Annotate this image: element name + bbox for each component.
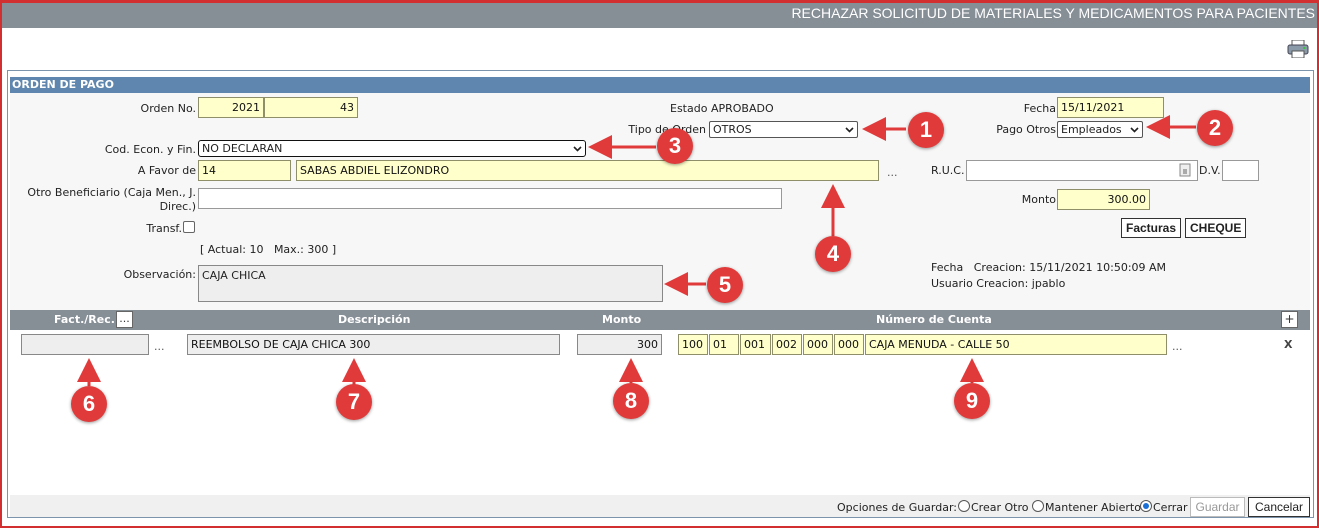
limits-text: [ Actual: 10 Max.: 300 ] (200, 243, 337, 256)
usuario-creacion: Usuario Creacion: jpablo (931, 277, 1065, 290)
estado-value: APROBADO (710, 102, 774, 115)
cuenta-part-6[interactable]: 000 (834, 334, 864, 355)
cuenta-part-2[interactable]: 01 (709, 334, 739, 355)
annotation-badge-4: 4 (815, 236, 851, 272)
opciones-label: Opciones de Guardar: (837, 501, 958, 514)
cuenta-part-4[interactable]: 002 (772, 334, 802, 355)
transf-checkbox[interactable] (183, 221, 195, 233)
footer-bar (10, 495, 1310, 517)
lock-icon (1179, 163, 1191, 177)
radio-crear-otro[interactable] (958, 500, 970, 512)
annotation-badge-6: 6 (71, 386, 107, 422)
annotation-badge-5: 5 (707, 267, 743, 303)
orden-panel (7, 70, 1314, 518)
annotation-badge-2: 2 (1197, 110, 1233, 146)
ruc-field[interactable] (966, 160, 1198, 181)
fecha-field[interactable]: 15/11/2021 (1057, 97, 1164, 118)
row-fact-lookup-button[interactable]: ... (154, 340, 165, 353)
usuario-creacion-label: Usuario Creacion: (931, 277, 1029, 290)
radio-mantener-abierto-label: Mantener Abierto (1045, 501, 1141, 514)
chevron-down-icon (845, 127, 854, 133)
col-fact: Fact./Rec. (54, 313, 115, 326)
a-favor-lookup-button[interactable]: ... (887, 166, 898, 179)
cuenta-lookup-button[interactable]: ... (1172, 340, 1183, 353)
dv-field[interactable] (1222, 160, 1259, 181)
chevron-down-icon (573, 146, 582, 152)
cuenta-nombre-field[interactable]: CAJA MENUDA - CALLE 50 (865, 334, 1167, 355)
facturas-button[interactable]: Facturas (1121, 218, 1181, 238)
printer-icon[interactable] (1287, 40, 1309, 58)
cuenta-part-5[interactable]: 000 (803, 334, 833, 355)
ruc-label: R.U.C. (931, 164, 965, 177)
radio-cerrar-label: Cerrar (1153, 501, 1188, 514)
col-descripcion: Descripción (338, 313, 411, 326)
monto-field[interactable]: 300.00 (1057, 189, 1150, 210)
annotation-badge-1: 1 (908, 112, 944, 148)
row-monto-field[interactable]: 300 (577, 334, 662, 355)
tipo-orden-value: OTROS (713, 123, 752, 136)
estado-label-text: Estado (670, 102, 708, 115)
fecha-label: Fecha (1023, 102, 1056, 115)
fecha-creacion-value: 15/11/2021 10:50:09 AM (1029, 261, 1167, 274)
annotation-badge-3: 3 (657, 128, 693, 164)
radio-crear-otro-label: Crear Otro (971, 501, 1029, 514)
otro-beneficiario-label: Otro Beneficiario (Caja Men., J. Direc.) (27, 186, 196, 213)
a-favor-name-field[interactable]: SABAS ABDIEL ELIZONDRO (296, 160, 879, 181)
cuenta-part-1[interactable]: 100 (678, 334, 708, 355)
fecha-creacion-label: Fecha Creacion: (931, 261, 1026, 274)
observacion-label: Observación: (123, 268, 196, 281)
a-favor-label: A Favor de (137, 164, 196, 177)
cheque-button[interactable]: CHEQUE (1185, 218, 1246, 238)
row-fact-field[interactable] (21, 334, 149, 355)
annotation-badge-7: 7 (336, 384, 372, 420)
fecha-creacion: Fecha Creacion: 15/11/2021 10:50:09 AM (931, 261, 1166, 274)
cod-econ-value: NO DECLARAN (202, 142, 283, 155)
orden-number-field[interactable]: 43 (264, 97, 358, 118)
otro-beneficiario-field[interactable] (198, 188, 782, 209)
cod-econ-select[interactable]: NO DECLARAN (198, 140, 586, 157)
orden-year-field[interactable]: 2021 (198, 97, 264, 118)
tipo-orden-select[interactable]: OTROS (709, 121, 858, 138)
annotation-badge-8: 8 (613, 383, 649, 419)
dv-label: D.V. (1199, 164, 1221, 177)
col-cuenta: Número de Cuenta (876, 313, 992, 326)
row-descripcion-field[interactable]: REEMBOLSO DE CAJA CHICA 300 (187, 334, 560, 355)
col-monto: Monto (602, 313, 642, 326)
transf-label: Transf. (146, 222, 182, 235)
pago-otros-label: Pago Otros (996, 123, 1056, 136)
cod-econ-label: Cod. Econ. y Fin. (104, 143, 196, 156)
pago-otros-value: Empleados (1061, 123, 1122, 136)
cancelar-button[interactable]: Cancelar (1248, 497, 1310, 517)
pago-otros-select[interactable]: Empleados (1057, 121, 1143, 138)
usuario-creacion-value: jpablo (1031, 277, 1066, 290)
grid-header: Fact./Rec. Descripción Monto Número de C… (10, 310, 1310, 330)
observacion-textarea[interactable]: CAJA CHICA (198, 265, 663, 302)
monto-label: Monto (1021, 193, 1056, 206)
chevron-down-icon (1130, 127, 1139, 133)
fact-lookup-button[interactable]: ... (116, 311, 133, 328)
radio-cerrar[interactable] (1140, 500, 1152, 512)
section-title: ORDEN DE PAGO (10, 77, 1310, 93)
a-favor-code-field[interactable]: 14 (198, 160, 291, 181)
radio-mantener-abierto[interactable] (1032, 500, 1044, 512)
remove-row-button[interactable]: X (1284, 338, 1293, 351)
guardar-button[interactable]: Guardar (1190, 497, 1245, 517)
window-title: RECHAZAR SOLICITUD DE MATERIALES Y MEDIC… (2, 3, 1317, 28)
estado-label: Estado APROBADO (670, 102, 774, 115)
add-row-button[interactable]: + (1281, 311, 1298, 328)
cuenta-part-3[interactable]: 001 (740, 334, 771, 355)
orden-no-label: Orden No. (140, 102, 196, 115)
annotation-badge-9: 9 (954, 383, 990, 419)
